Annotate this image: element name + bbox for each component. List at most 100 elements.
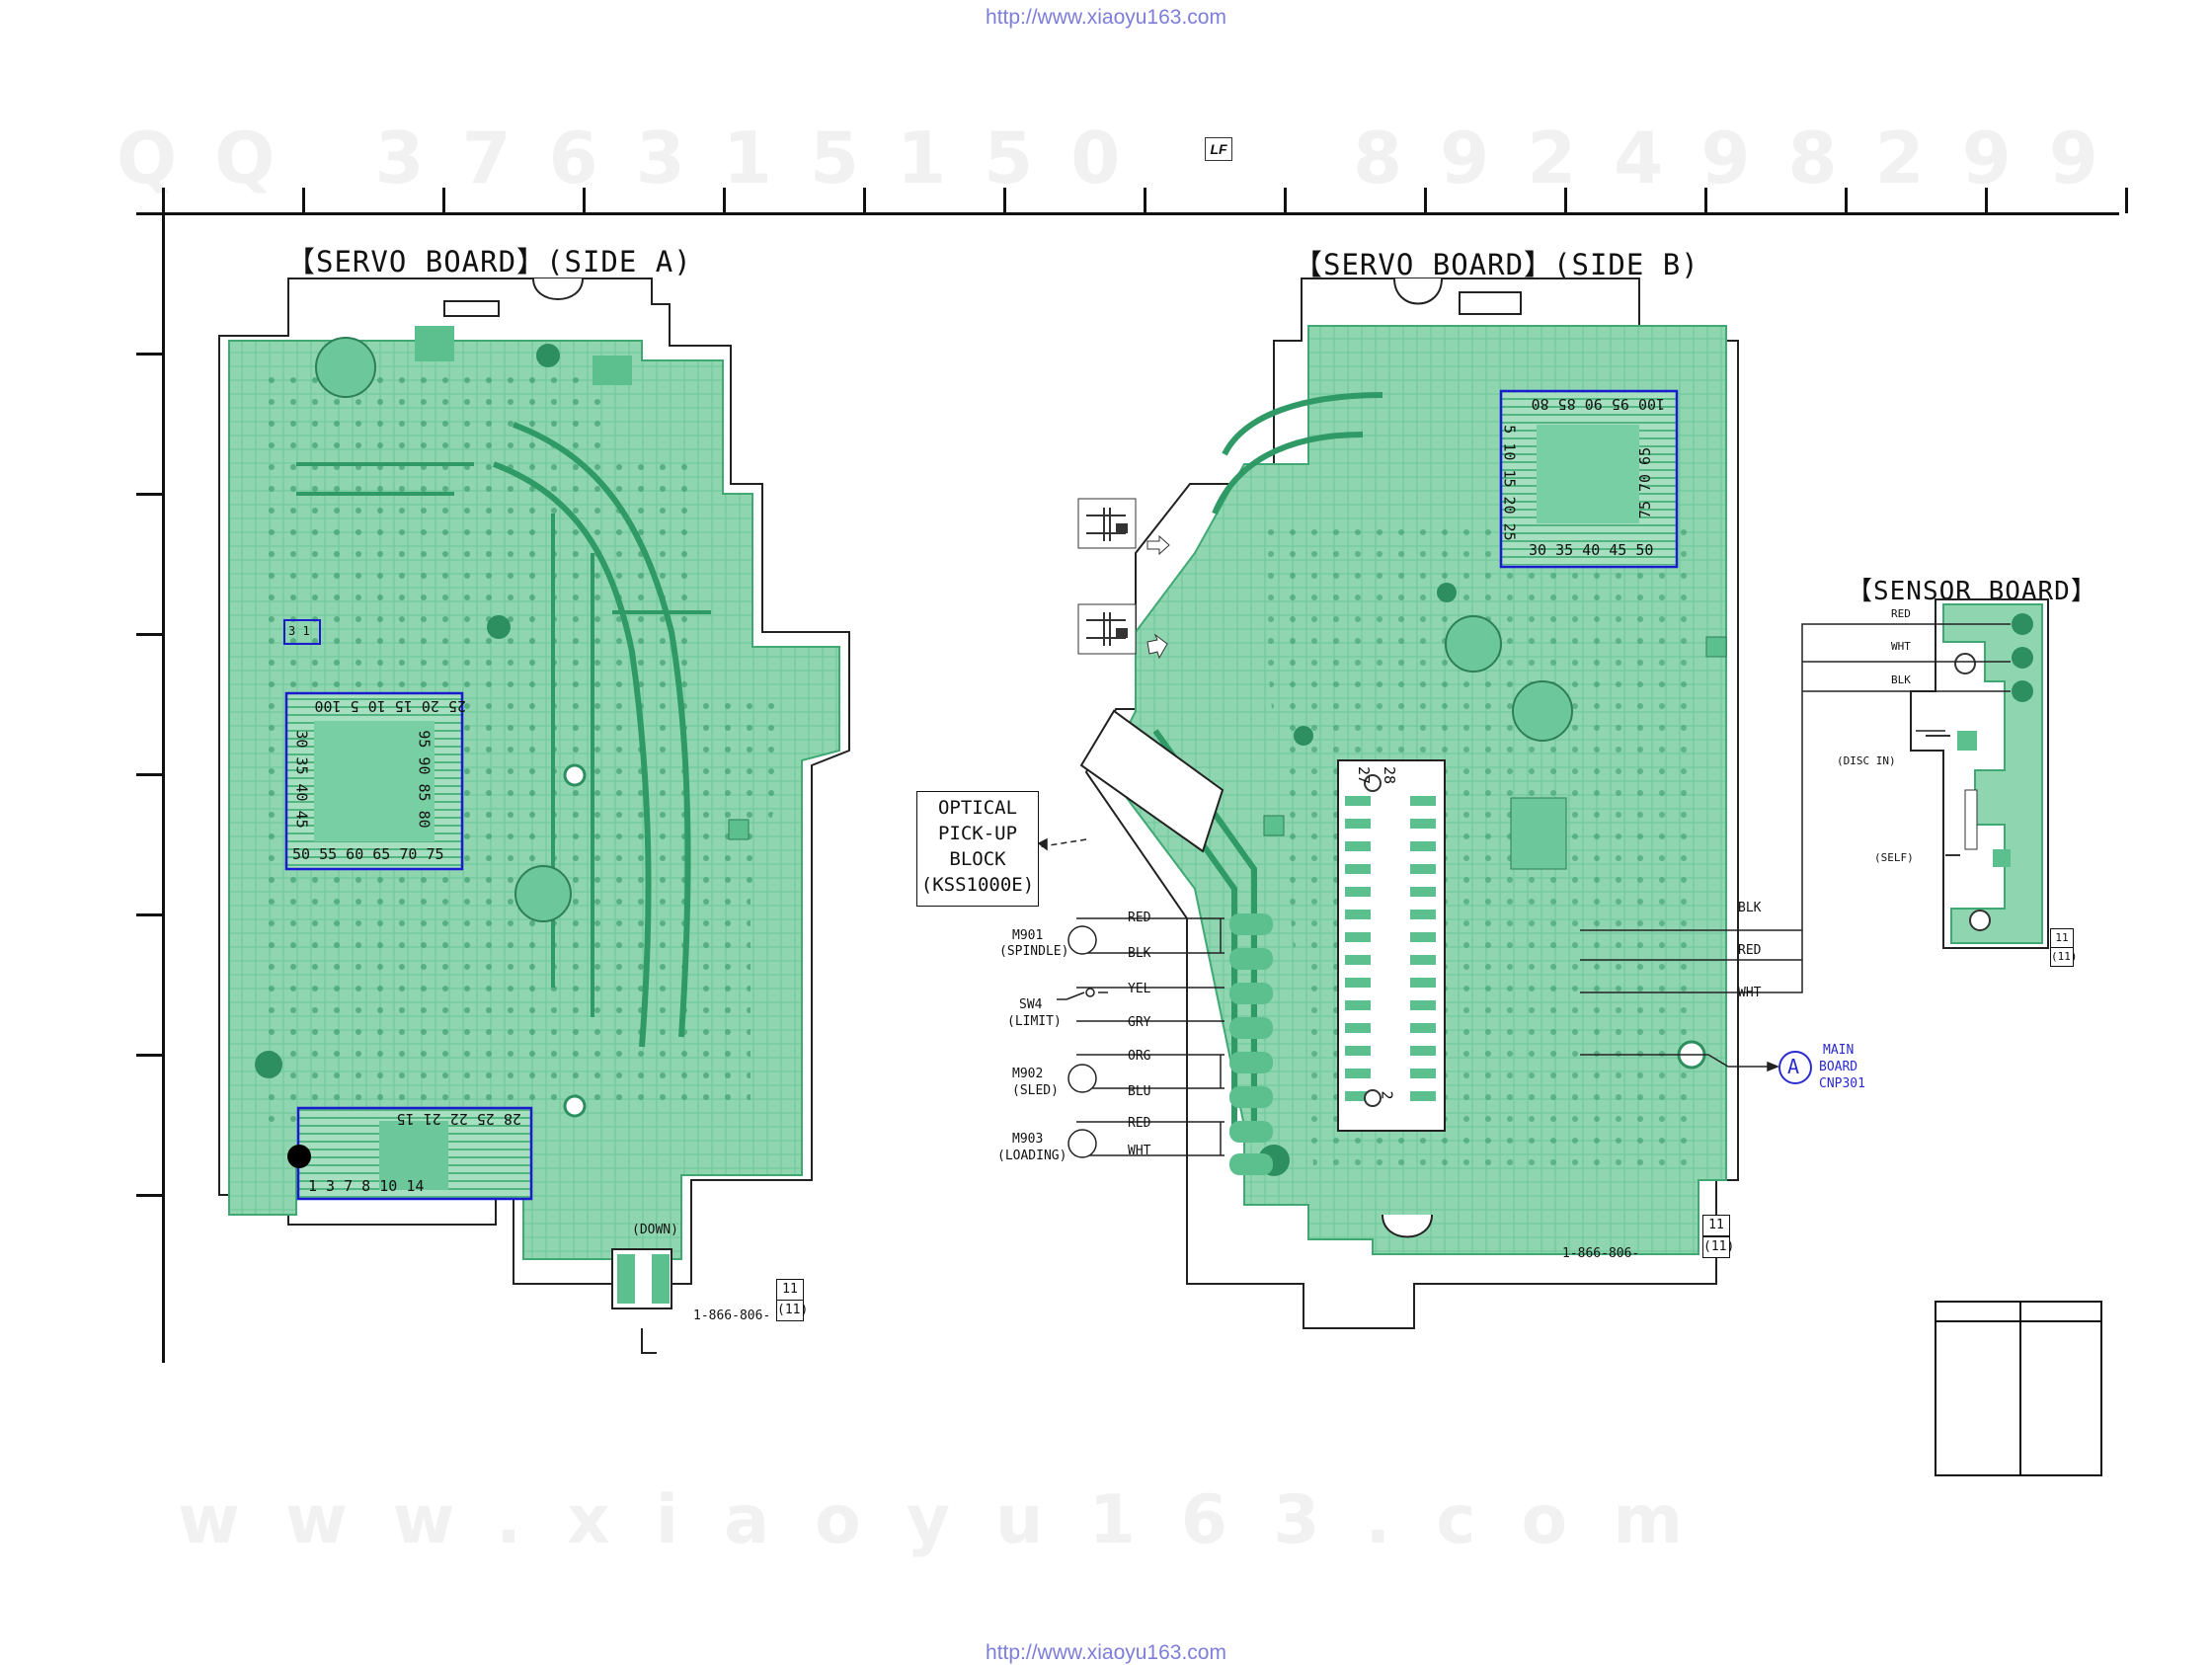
connector-pin <box>1410 841 1436 851</box>
conn-pin-2: 2 <box>1378 1090 1396 1100</box>
frame-top-tick <box>442 188 445 213</box>
optical-line4: (KSS1000E) <box>920 874 1035 896</box>
optical-pickup-label: OPTICAL PICK-UP BLOCK (KSS1000E) <box>916 791 1039 907</box>
ic-a-right-pins: 95 90 85 80 <box>415 730 434 829</box>
frame-top-tick <box>863 188 866 213</box>
connector-pin <box>1410 1091 1436 1101</box>
ic-b-right-pins: 75 70 65 <box>1636 446 1655 519</box>
motor-m903-wire1: RED <box>1128 1116 1151 1131</box>
connector-pin <box>1410 1046 1436 1056</box>
frame-left-tick <box>136 1054 164 1057</box>
frame-top-rule <box>136 212 2119 215</box>
logo-icon: LF <box>1205 137 1232 161</box>
motor-m903-wire2: WHT <box>1128 1144 1151 1158</box>
servo-b-ref-bottom: (11) <box>1702 1236 1734 1258</box>
revision-table <box>1935 1301 2102 1476</box>
connector-pin <box>1410 910 1436 919</box>
ic-b-bottom-pins: 30 35 40 45 50 <box>1529 541 1654 559</box>
ic-b-top-pins: 100 95 90 85 80 <box>1531 395 1665 413</box>
servo-a-ref-top: 11 <box>776 1279 804 1301</box>
connector-pin <box>1410 1023 1436 1033</box>
connector-pin <box>1345 864 1371 874</box>
connector-pin <box>1345 978 1371 988</box>
ic-b-left-pins: 5 10 15 20 25 <box>1500 425 1519 541</box>
ic-a-left-pins: 30 35 40 45 <box>292 730 311 829</box>
switch-sw4-wire1: YEL <box>1128 982 1151 996</box>
connector-pin <box>1345 1091 1371 1101</box>
servo-b-ref-top: 11 <box>1702 1215 1730 1236</box>
sensor-ref-bottom: (11) <box>2050 947 2078 967</box>
servo-b-part-no: 1-866-806- <box>1562 1246 1640 1261</box>
motor-m903-id: M903 <box>1012 1132 1044 1147</box>
sensor-wire-red: RED <box>1738 943 1762 958</box>
wire-solder-pad <box>1229 1121 1273 1143</box>
ic-a-bot2-top-pins: 28 25 22 21 15 <box>396 1110 521 1128</box>
switch-sw4-id: SW4 <box>1019 997 1043 1012</box>
motor-m901-wire2: BLK <box>1128 946 1151 961</box>
connector-pin <box>1410 887 1436 897</box>
wire-solder-pad <box>1229 1153 1273 1175</box>
sensor-title: 【SENSOR BOARD】 <box>1847 577 2097 606</box>
watermark-qq: QQ 376315150 <box>117 117 1158 199</box>
source-url-bottom[interactable]: http://www.xiaoyu163.com <box>986 1641 1226 1664</box>
frame-top-tick <box>1424 188 1427 213</box>
connector-pin <box>1410 796 1436 806</box>
wire-solder-pad <box>1229 983 1273 1004</box>
servo-b-title: 【SERVO BOARD】(SIDE B) <box>1294 248 1699 281</box>
connector-pin <box>1345 955 1371 965</box>
connector-pin <box>1410 932 1436 942</box>
frame-top-tick <box>1144 188 1146 213</box>
main-board-line1: MAIN <box>1823 1043 1855 1058</box>
motor-m903-sub: (LOADING) <box>997 1149 1067 1163</box>
watermark-site: www.xiaoyu163.com <box>178 1481 1729 1559</box>
wire-solder-pad <box>1229 1052 1273 1073</box>
connector-pin <box>1410 1000 1436 1010</box>
motor-m901-id: M901 <box>1012 928 1044 943</box>
ic-a-bot2-bottom-pins: 1 3 7 8 10 14 <box>308 1177 425 1195</box>
frame-top-tick <box>1564 188 1567 213</box>
servo-board-side-a <box>218 278 850 1354</box>
connector-pin <box>1410 819 1436 829</box>
small-ic-pins: 3 1 <box>288 624 310 638</box>
capacitor-orientation-icons <box>1077 498 1170 660</box>
servo-board-side-b <box>1079 278 1739 1329</box>
connector-pin <box>1410 955 1436 965</box>
sensor-ref-top: 11 <box>2050 928 2074 948</box>
frame-left-tick <box>136 633 164 636</box>
motor-m901-sub: (SPINDLE) <box>999 944 1069 959</box>
servo-a-part-no: 1-866-806- <box>693 1308 771 1323</box>
frame-left-tick <box>136 773 164 776</box>
motor-symbols <box>1057 925 1108 1158</box>
wire-solder-pad <box>1229 1017 1273 1039</box>
frame-left-tick <box>136 913 164 916</box>
connector-pin <box>1345 1000 1371 1010</box>
connector-pin <box>1345 841 1371 851</box>
frame-top-tick <box>583 188 586 213</box>
motor-m902-wire1: ORG <box>1128 1049 1151 1064</box>
optical-line1: OPTICAL <box>937 797 1018 819</box>
source-url-top[interactable]: http://www.xiaoyu163.com <box>986 6 1226 29</box>
frame-top-tick <box>1704 188 1707 213</box>
leader-lines <box>1036 623 2011 1156</box>
motor-m902-wire2: BLU <box>1128 1084 1151 1099</box>
frame-top-tick <box>1003 188 1006 213</box>
motor-m902-id: M902 <box>1012 1067 1044 1081</box>
sensor-self-label: (SELF) <box>1874 851 1914 864</box>
ic-a-bottom-pins: 50 55 60 65 70 75 <box>292 845 444 863</box>
servo-a-title: 【SERVO BOARD】(SIDE A) <box>286 245 692 278</box>
frame-top-tick <box>2125 188 2128 213</box>
conn-pin-27: 27 <box>1355 765 1374 785</box>
connector-pin <box>1345 887 1371 897</box>
frame-left-tick <box>136 353 164 356</box>
frame-top-tick <box>723 188 726 213</box>
frame-top-tick <box>1845 188 1848 213</box>
connector-pin <box>1345 819 1371 829</box>
main-board-line3: CNP301 <box>1819 1076 1865 1091</box>
ic-b-main <box>1499 389 1679 569</box>
connector-pin <box>1345 910 1371 919</box>
sensor-wire-red-label: RED <box>1891 607 1911 620</box>
sensor-board <box>1910 598 2049 949</box>
connector-pin <box>1410 978 1436 988</box>
switch-sw4-sub: (LIMIT) <box>1007 1014 1062 1029</box>
